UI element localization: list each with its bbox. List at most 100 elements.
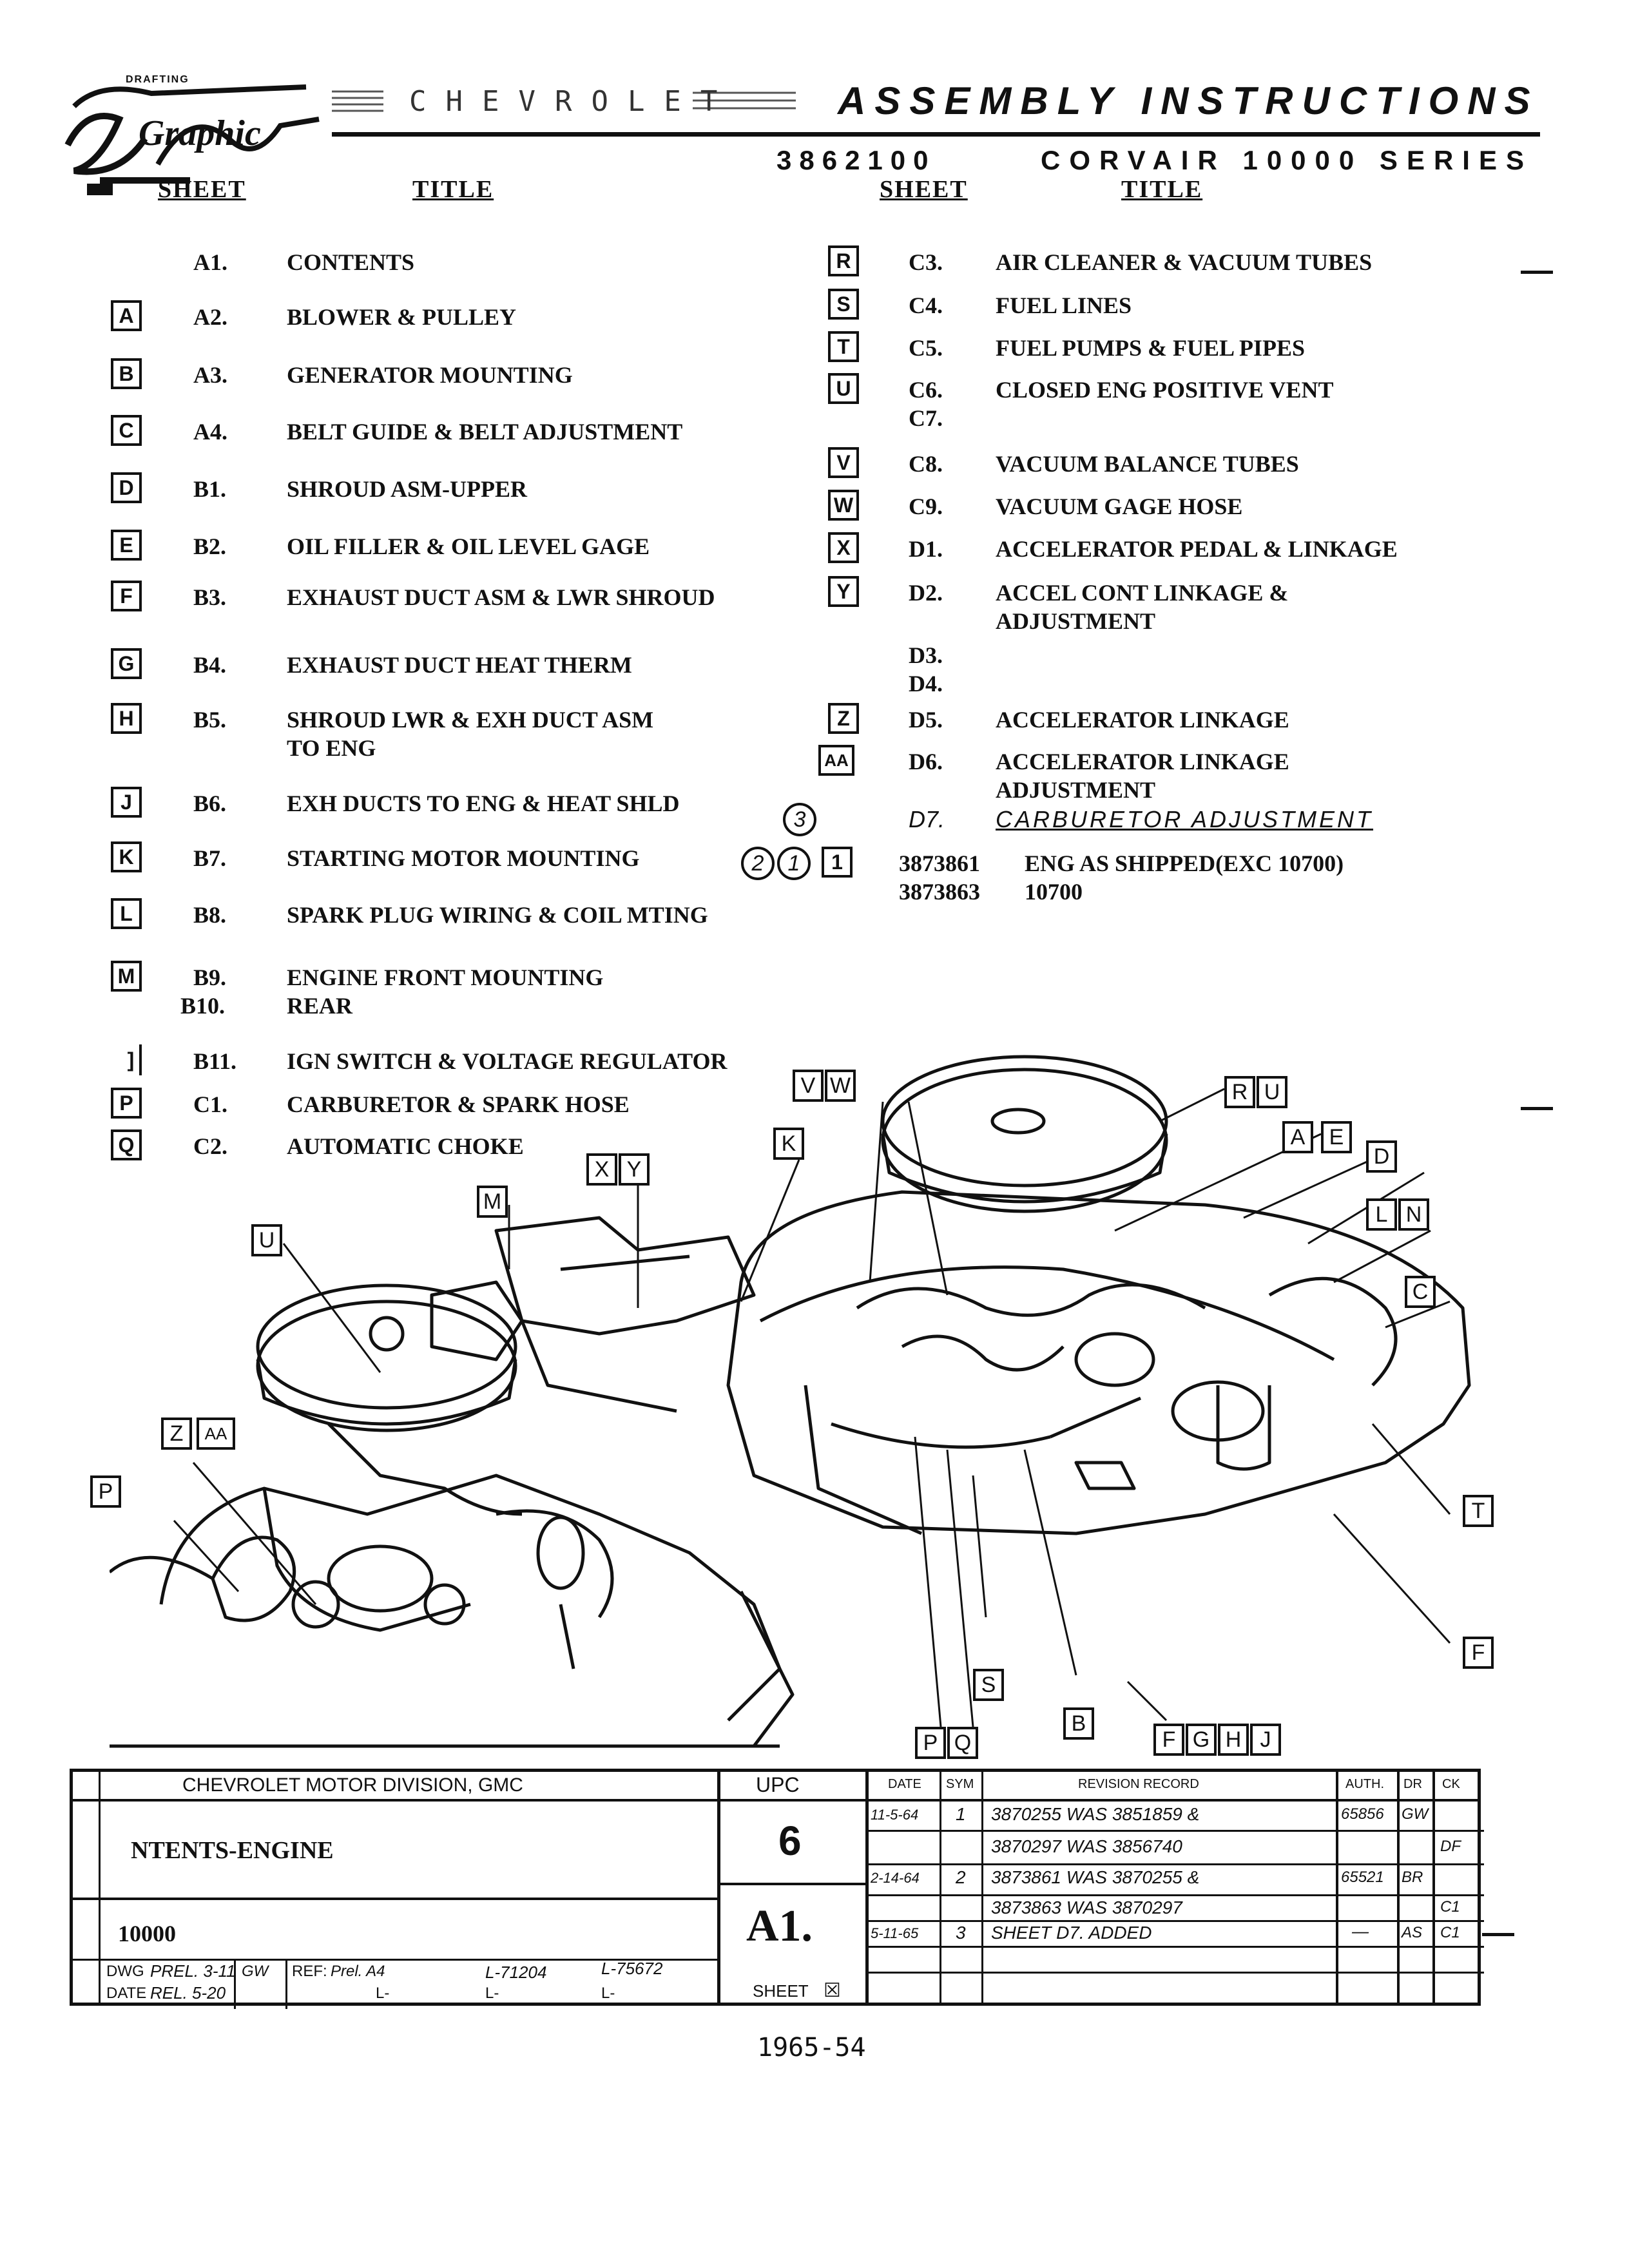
index-box-label: S bbox=[828, 289, 859, 320]
callout-label: X bbox=[586, 1153, 617, 1186]
rev-ck: DF bbox=[1440, 1838, 1461, 1855]
index-box-label: U bbox=[828, 373, 859, 404]
index-code: B8. bbox=[193, 902, 227, 928]
date-label: DATE bbox=[106, 1984, 147, 2002]
rev-sym: 3 bbox=[956, 1923, 966, 1943]
rev-header-auth: AUTH. bbox=[1345, 1777, 1384, 1791]
index-box-label: B bbox=[111, 358, 142, 389]
index-box-label: H bbox=[111, 703, 142, 734]
index-title: SHROUD ASM-UPPER bbox=[287, 476, 528, 502]
callout-label: D bbox=[1366, 1140, 1397, 1173]
release-date: REL. 5-20 bbox=[150, 1983, 226, 2003]
callout-label: U bbox=[1257, 1076, 1287, 1108]
drafter-initials: GW bbox=[242, 1963, 269, 1980]
callout-label: F bbox=[1463, 1637, 1494, 1669]
index-title: BLOWER & PULLEY bbox=[287, 304, 517, 330]
index-code: B7. bbox=[193, 845, 227, 871]
callout-label: U bbox=[251, 1224, 282, 1256]
index-title: OIL FILLER & OIL LEVEL GAGE bbox=[287, 533, 650, 559]
index-code: B6. bbox=[193, 791, 227, 816]
index-box-label: X bbox=[828, 532, 859, 563]
rev-record-cont: 3870297 WAS 3856740 bbox=[991, 1836, 1182, 1856]
rev-record-cont: 3873863 WAS 3870297 bbox=[991, 1898, 1182, 1917]
sheet-number: A1. bbox=[746, 1901, 813, 1951]
callout-label: P bbox=[90, 1475, 121, 1508]
index-title: IGN SWITCH & VOLTAGE REGULATOR bbox=[287, 1048, 728, 1074]
index-title: FUEL PUMPS & FUEL PIPES bbox=[996, 335, 1306, 361]
index-code: A2. bbox=[193, 304, 227, 330]
index-box-label: V bbox=[828, 447, 859, 478]
index-code: B9. bbox=[193, 965, 227, 990]
index-title: TO ENG bbox=[287, 735, 376, 761]
rev-ck: C1 bbox=[1440, 1924, 1460, 1941]
index-code: C3. bbox=[909, 249, 943, 275]
rev-header-ck: CK bbox=[1442, 1777, 1460, 1791]
callout-label: J bbox=[1250, 1724, 1281, 1756]
callout-label: S bbox=[973, 1669, 1004, 1701]
rev-dr: AS bbox=[1402, 1924, 1423, 1941]
callout-label: AA bbox=[197, 1418, 235, 1450]
index-title: ACCELERATOR PEDAL & LINKAGE bbox=[996, 536, 1398, 562]
callout-label: N bbox=[1398, 1198, 1429, 1231]
index-title: CONTENTS bbox=[287, 249, 415, 275]
ref-value: L- bbox=[485, 1984, 499, 2002]
index-code: B5. bbox=[193, 707, 227, 733]
rev-header-record: REVISION RECORD bbox=[1078, 1777, 1199, 1791]
index-title: SPARK PLUG WIRING & COIL MTING bbox=[287, 902, 708, 928]
index-box-label: G bbox=[111, 648, 142, 679]
rev-header-date: DATE bbox=[888, 1777, 921, 1791]
index-title: FUEL LINES bbox=[996, 293, 1132, 318]
index-code: B10. bbox=[180, 993, 226, 1019]
drafting-graphic-logo: DRAFTING Graphic bbox=[61, 68, 332, 197]
rev-header-dr: DR bbox=[1403, 1777, 1422, 1791]
callout-label: M bbox=[477, 1186, 508, 1218]
callout-label: C bbox=[1405, 1276, 1436, 1308]
part-number: 3862100 bbox=[776, 145, 936, 175]
rev-record: 3873861 WAS 3870255 & bbox=[991, 1867, 1200, 1887]
index-title: CARBURETOR ADJUSTMENT bbox=[996, 806, 1374, 832]
left-sheet-header: SHEET bbox=[158, 176, 246, 203]
model-number: 10000 bbox=[118, 1921, 176, 1946]
index-box-label: AA bbox=[818, 745, 854, 776]
index-code: D7. bbox=[909, 806, 945, 832]
ref-label: REF: bbox=[292, 1963, 327, 1980]
index-title: REAR bbox=[287, 993, 353, 1019]
index-code: C5. bbox=[909, 335, 943, 361]
rev-auth: — bbox=[1352, 1921, 1369, 1941]
index-title: ADJUSTMENT bbox=[996, 777, 1156, 803]
index-code: 3873861 bbox=[899, 850, 980, 876]
brand-band-text: CHEVROLET bbox=[409, 85, 737, 118]
index-code: C1. bbox=[193, 1091, 227, 1117]
index-title: VACUUM BALANCE TUBES bbox=[996, 451, 1299, 477]
division-label: CHEVROLET MOTOR DIVISION, GMC bbox=[182, 1774, 523, 1796]
index-title: BELT GUIDE & BELT ADJUSTMENT bbox=[287, 419, 683, 445]
document-title: NTENTS-ENGINE bbox=[131, 1837, 334, 1864]
callout-label: P bbox=[915, 1727, 946, 1759]
callout-label: G bbox=[1186, 1724, 1217, 1756]
index-title: EXHAUST DUCT ASM & LWR SHROUD bbox=[287, 584, 715, 610]
sheet-label: SHEET bbox=[753, 1981, 809, 2001]
ref-value: L- bbox=[376, 1984, 390, 2002]
callout-label: E bbox=[1321, 1121, 1352, 1153]
margin-mark bbox=[1482, 1933, 1514, 1936]
rev-date: 2-14-64 bbox=[871, 1870, 920, 1886]
index-code: D5. bbox=[909, 707, 943, 733]
rev-sym: 2 bbox=[956, 1867, 966, 1887]
margin-mark bbox=[1521, 271, 1553, 274]
rev-header-sym: SYM bbox=[946, 1777, 974, 1791]
index-title: SHROUD LWR & EXH DUCT ASM bbox=[287, 707, 654, 733]
callout-label: L bbox=[1366, 1198, 1397, 1231]
rev-record: 3870255 WAS 3851859 & bbox=[991, 1804, 1200, 1824]
index-box-label: M bbox=[111, 961, 142, 992]
index-title: AIR CLEANER & VACUUM TUBES bbox=[996, 249, 1373, 275]
index-code: D4. bbox=[909, 671, 943, 697]
upc-label: UPC bbox=[756, 1773, 800, 1796]
index-box-label: W bbox=[828, 490, 859, 521]
index-code: C8. bbox=[909, 451, 943, 477]
callout-label: B bbox=[1063, 1707, 1094, 1740]
prel-drawing-date: PREL. 3-11 bbox=[150, 1961, 236, 1981]
index-title: ENG AS SHIPPED(EXC 10700) bbox=[1025, 850, 1344, 876]
index-code: B3. bbox=[193, 584, 227, 610]
index-box-label: Z bbox=[828, 703, 859, 734]
revision-circle-label: 3 bbox=[783, 803, 816, 836]
